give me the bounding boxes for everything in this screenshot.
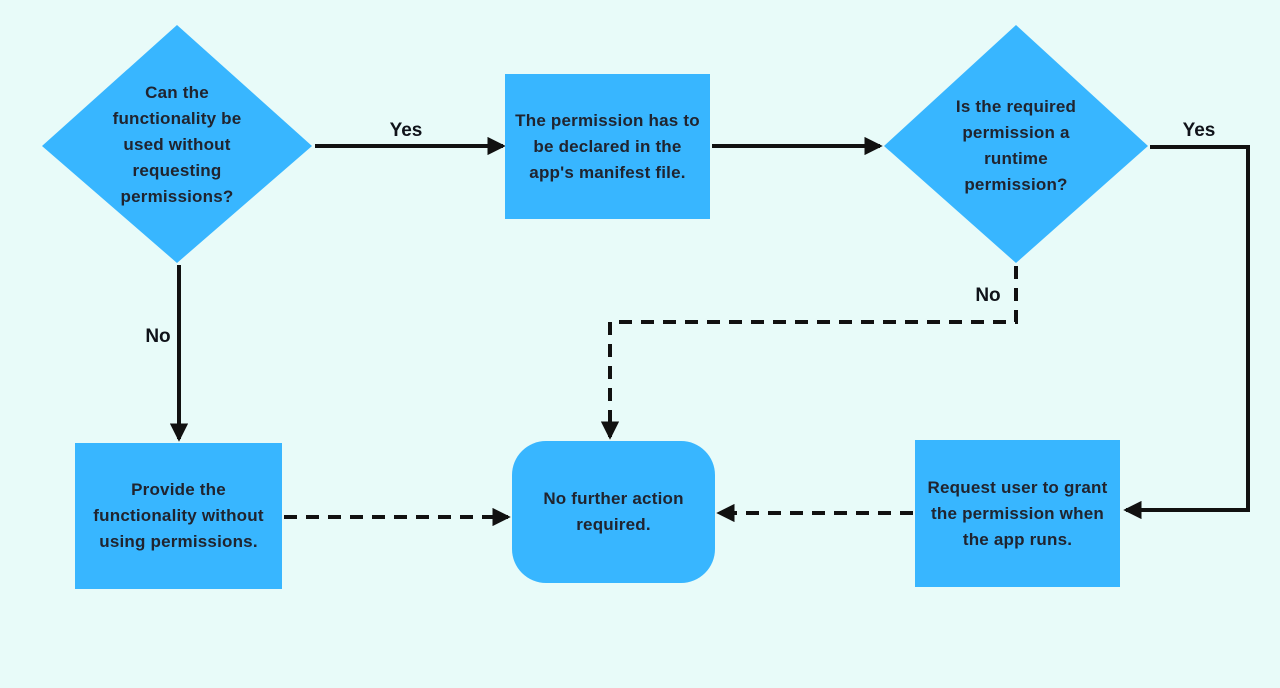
edge-no-to-no-further-action [600, 266, 1018, 440]
edge-label-yes-right: Yes [1182, 120, 1216, 141]
process-request-user-grant [915, 440, 1120, 587]
process-request-user-grant-text: Request user to grant the permission whe… [927, 477, 1108, 549]
terminator-no-further-action [512, 441, 715, 583]
decision-runtime-permission [884, 25, 1148, 263]
edge-label-no-left: No [145, 326, 171, 347]
edge-label-no-right: No [975, 285, 1001, 306]
decision-use-without-permissions [42, 25, 312, 263]
edge-yes-to-request-user [1123, 145, 1250, 520]
process-provide-without-permissions-text: Provide the functionality without using … [93, 480, 264, 551]
decision-use-without-permissions-text: Can the functionality be used without re… [112, 83, 242, 206]
process-declare-in-manifest-text: The permission has to be declared in the… [515, 110, 700, 182]
edge-label-yes-left: Yes [389, 120, 423, 141]
terminator-no-further-action-text: No further action required. [543, 489, 684, 534]
process-provide-without-permissions [75, 443, 282, 589]
process-declare-in-manifest [505, 74, 710, 219]
decision-runtime-permission-text: Is the required permission a runtime per… [955, 97, 1077, 194]
